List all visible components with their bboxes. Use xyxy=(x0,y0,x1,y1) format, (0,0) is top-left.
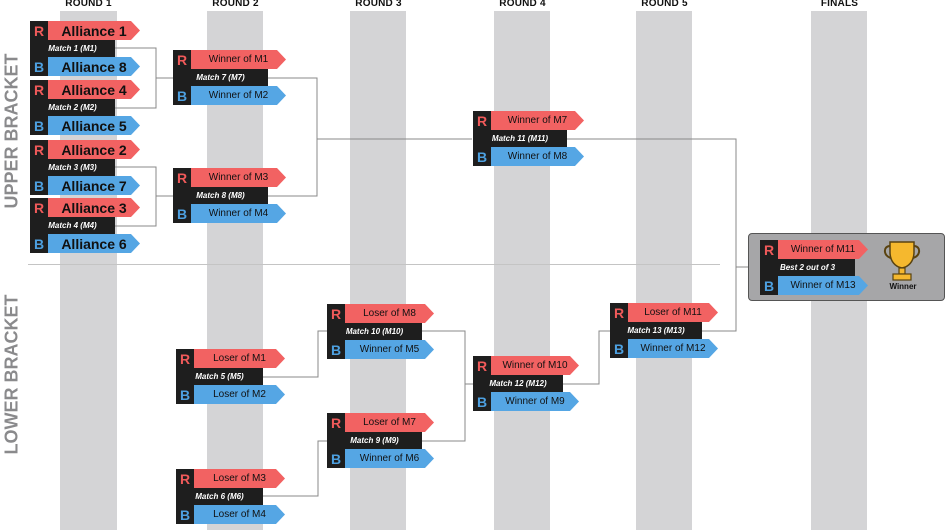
finals-match: R Winner of M11 Best 2 out of 3 B Winner… xyxy=(760,240,868,295)
round-1-heading: ROUND 1 xyxy=(65,0,112,9)
match-13: R Loser of M11 Match 13 (M13) B Winner o… xyxy=(610,303,718,358)
red-slot: Loser of M11 xyxy=(628,303,718,322)
match-label: Match 6 (M6) xyxy=(176,488,263,505)
red-alliance-marker: R xyxy=(30,198,48,217)
blue-alliance-marker: B xyxy=(760,276,778,295)
red-alliance-marker: R xyxy=(760,240,778,259)
blue-alliance-marker: B xyxy=(176,505,194,524)
blue-alliance-marker: B xyxy=(176,385,194,404)
blue-alliance-marker: B xyxy=(173,86,191,105)
match-4: R Alliance 3 Match 4 (M4) B Alliance 6 xyxy=(30,198,140,253)
red-alliance-marker: R xyxy=(473,111,491,130)
red-slot: Winner of M10 xyxy=(491,356,579,375)
match-12: R Winner of M10 Match 12 (M12) B Winner … xyxy=(473,356,579,411)
blue-slot: Winner of M12 xyxy=(628,339,718,358)
match-label: Match 11 (M11) xyxy=(473,130,567,147)
blue-alliance-marker: B xyxy=(30,57,48,76)
red-alliance-marker: R xyxy=(173,50,191,69)
red-alliance-marker: R xyxy=(176,469,194,488)
blue-slot: Winner of M4 xyxy=(191,204,286,223)
blue-alliance-marker: B xyxy=(610,339,628,358)
match-9: R Loser of M7 Match 9 (M9) B Winner of M… xyxy=(327,413,434,468)
round-5-heading: ROUND 5 xyxy=(641,0,688,9)
match-label: Match 4 (M4) xyxy=(30,217,115,234)
blue-slot: Alliance 8 xyxy=(48,57,140,76)
winner-label: Winner xyxy=(889,282,917,291)
blue-slot: Alliance 7 xyxy=(48,176,140,195)
round-5-band xyxy=(636,11,692,530)
match-2: R Alliance 4 Match 2 (M2) B Alliance 5 xyxy=(30,80,140,135)
match-1: R Alliance 1 Match 1 (M1) B Alliance 8 xyxy=(30,21,140,76)
red-alliance-marker: R xyxy=(30,80,48,99)
red-slot: Alliance 2 xyxy=(48,140,140,159)
match-label: Match 2 (M2) xyxy=(30,99,115,116)
red-slot: Winner of M11 xyxy=(778,240,868,259)
round-4-band xyxy=(494,11,550,530)
blue-slot: Winner of M6 xyxy=(345,449,434,468)
match-label: Match 10 (M10) xyxy=(327,323,422,340)
blue-alliance-marker: B xyxy=(327,340,345,359)
red-slot: Loser of M7 xyxy=(345,413,434,432)
blue-slot: Loser of M2 xyxy=(194,385,285,404)
red-slot: Alliance 3 xyxy=(48,198,140,217)
blue-alliance-marker: B xyxy=(473,147,491,166)
blue-slot: Winner of M5 xyxy=(345,340,434,359)
red-slot: Loser of M3 xyxy=(194,469,285,488)
round-3-heading: ROUND 3 xyxy=(355,0,402,9)
blue-alliance-marker: B xyxy=(173,204,191,223)
match-label: Match 1 (M1) xyxy=(30,40,115,57)
red-slot: Loser of M8 xyxy=(345,304,434,323)
blue-slot: Winner of M13 xyxy=(778,276,868,295)
finals-heading: FINALS xyxy=(820,0,859,9)
red-slot: Alliance 1 xyxy=(48,21,140,40)
match-6: R Loser of M3 Match 6 (M6) B Loser of M4 xyxy=(176,469,285,524)
red-slot: Loser of M1 xyxy=(194,349,285,368)
red-alliance-marker: R xyxy=(173,168,191,187)
blue-alliance-marker: B xyxy=(473,392,491,411)
match-5: R Loser of M1 Match 5 (M5) B Loser of M2 xyxy=(176,349,285,404)
match-label: Match 13 (M13) xyxy=(610,322,702,339)
blue-alliance-marker: B xyxy=(30,234,48,253)
blue-alliance-marker: B xyxy=(30,116,48,135)
round-4-heading: ROUND 4 xyxy=(499,0,546,9)
red-alliance-marker: R xyxy=(327,413,345,432)
red-slot: Alliance 4 xyxy=(48,80,140,99)
red-alliance-marker: R xyxy=(176,349,194,368)
match-8: R Winner of M3 Match 8 (M8) B Winner of … xyxy=(173,168,286,223)
match-10: R Loser of M8 Match 10 (M10) B Winner of… xyxy=(327,304,434,359)
red-slot: Winner of M7 xyxy=(491,111,584,130)
blue-slot: Winner of M9 xyxy=(491,392,579,411)
blue-slot: Winner of M8 xyxy=(491,147,584,166)
match-label: Match 5 (M5) xyxy=(176,368,263,385)
red-alliance-marker: R xyxy=(610,303,628,322)
match-label: Match 12 (M12) xyxy=(473,375,563,392)
blue-slot: Winner of M2 xyxy=(191,86,286,105)
match-3: R Alliance 2 Match 3 (M3) B Alliance 7 xyxy=(30,140,140,195)
match-label: Best 2 out of 3 xyxy=(760,259,855,276)
blue-alliance-marker: B xyxy=(30,176,48,195)
match-7: R Winner of M1 Match 7 (M7) B Winner of … xyxy=(173,50,286,105)
match-11: R Winner of M7 Match 11 (M11) B Winner o… xyxy=(473,111,584,166)
bracket-divider xyxy=(28,264,720,265)
red-slot: Winner of M1 xyxy=(191,50,286,69)
trophy-icon xyxy=(883,241,921,281)
match-label: Match 7 (M7) xyxy=(173,69,268,86)
match-label: Match 3 (M3) xyxy=(30,159,115,176)
blue-slot: Loser of M4 xyxy=(194,505,285,524)
red-alliance-marker: R xyxy=(30,21,48,40)
red-alliance-marker: R xyxy=(327,304,345,323)
match-label: Match 8 (M8) xyxy=(173,187,268,204)
red-alliance-marker: R xyxy=(30,140,48,159)
blue-slot: Alliance 5 xyxy=(48,116,140,135)
round-2-heading: ROUND 2 xyxy=(212,0,259,9)
blue-slot: Alliance 6 xyxy=(48,234,140,253)
red-slot: Winner of M3 xyxy=(191,168,286,187)
match-label: Match 9 (M9) xyxy=(327,432,422,449)
red-alliance-marker: R xyxy=(473,356,491,375)
blue-alliance-marker: B xyxy=(327,449,345,468)
